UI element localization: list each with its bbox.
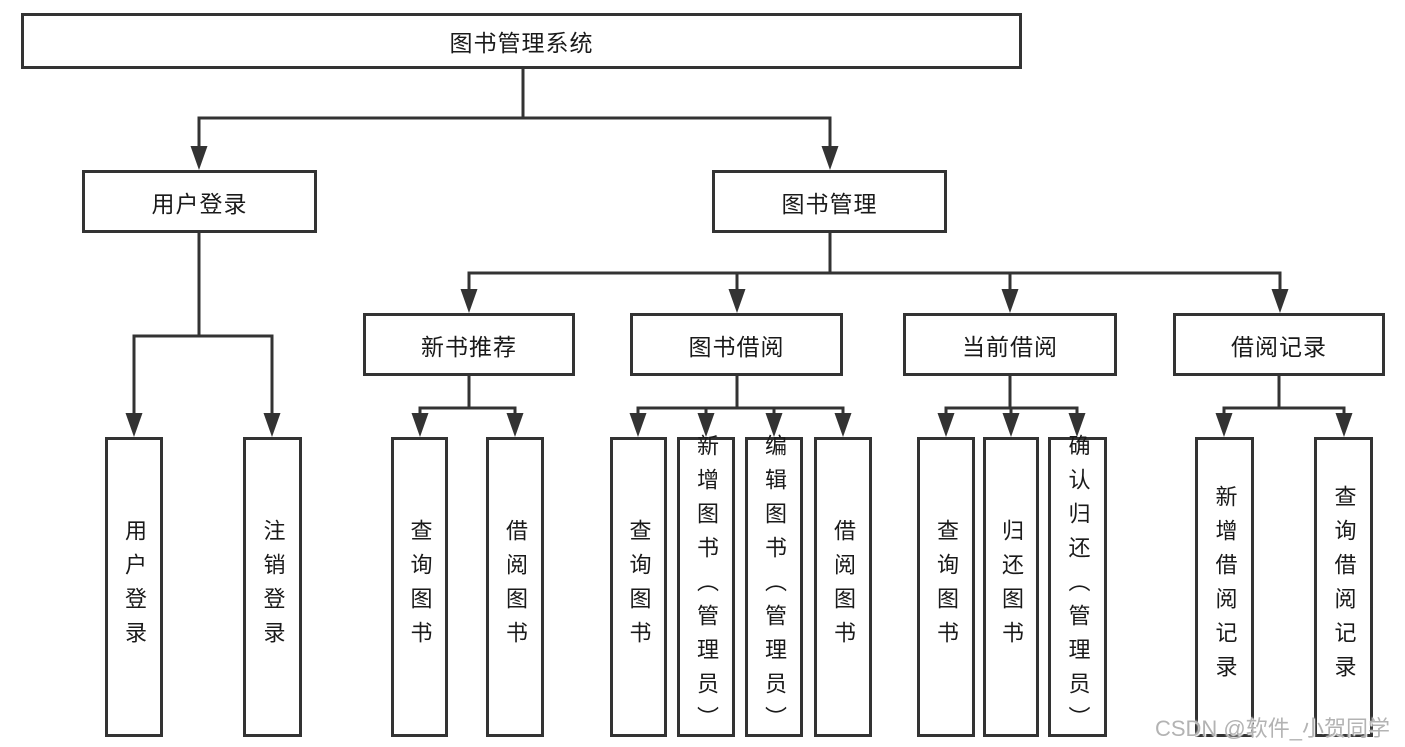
- arrow-icon: [1001, 289, 1019, 313]
- arrow-icon: [411, 413, 429, 437]
- node-current-borrow-label: 当前借阅: [962, 333, 1058, 360]
- leaf-bb-query-books-label: 查询图书: [626, 519, 652, 655]
- connector-book-mgmt-branch: [467, 231, 1282, 295]
- connector-new-book-branch: [418, 374, 517, 419]
- arrow-icon: [1068, 413, 1086, 437]
- arrow-icon: [821, 146, 839, 170]
- leaf-cb-return-books-label: 归还图书: [999, 519, 1024, 655]
- arrow-icon: [728, 289, 746, 313]
- leaf-br-add-borrow-record-label: 新增借阅记录: [1212, 485, 1238, 689]
- leaf-bb-edit-books-admin: 编辑图书（管理员）: [745, 434, 803, 740]
- node-new-book-recommend-label: 新书推荐: [421, 333, 517, 360]
- arrow-icon: [629, 413, 647, 437]
- leaf-br-add-borrow-record: 新增借阅记录: [1195, 437, 1254, 737]
- leaf-cb-query-books-label: 查询图书: [934, 519, 959, 655]
- leaf-nbr-borrow-books-label: 借阅图书: [503, 519, 528, 655]
- connector-user-login-branch: [132, 231, 274, 419]
- arrow-icon: [460, 289, 478, 313]
- leaf-nbr-query-books: 查询图书: [391, 437, 448, 737]
- leaf-cb-confirm-return-admin-label: 确认归还（管理员）: [1065, 434, 1091, 740]
- leaf-nbr-query-books-label: 查询图书: [407, 519, 433, 655]
- connector-borrow-record-branch: [1222, 374, 1346, 419]
- node-root: 图书管理系统: [21, 13, 1022, 69]
- leaf-nbr-borrow-books: 借阅图书: [486, 437, 544, 737]
- leaf-bb-borrow-books: 借阅图书: [814, 437, 872, 737]
- node-new-book-recommend: 新书推荐: [363, 313, 575, 376]
- arrow-icon: [937, 413, 955, 437]
- arrow-icon: [190, 146, 208, 170]
- leaf-br-query-borrow-record-label: 查询借阅记录: [1331, 485, 1357, 689]
- arrow-icon: [1271, 289, 1289, 313]
- arrow-icon: [125, 413, 143, 437]
- arrowheads: [125, 146, 1353, 437]
- node-book-management: 图书管理: [712, 170, 947, 233]
- leaf-logout-login-label: 注销登录: [260, 519, 286, 655]
- leaf-user-login-label: 用户登录: [122, 519, 147, 655]
- leaf-bb-query-books: 查询图书: [610, 437, 667, 737]
- connector-current-borrow-branch: [944, 374, 1079, 419]
- connector-book-borrow-branch: [636, 374, 845, 419]
- arrow-icon: [765, 413, 783, 437]
- node-current-borrow: 当前借阅: [903, 313, 1117, 376]
- node-borrow-record: 借阅记录: [1173, 313, 1385, 376]
- leaf-bb-add-books-admin-label: 新增图书（管理员）: [694, 434, 719, 740]
- arrow-icon: [834, 413, 852, 437]
- node-book-borrow: 图书借阅: [630, 313, 843, 376]
- node-borrow-record-label: 借阅记录: [1231, 333, 1327, 360]
- node-book-management-label: 图书管理: [781, 190, 878, 217]
- leaf-br-query-borrow-record: 查询借阅记录: [1314, 437, 1373, 737]
- node-user-login: 用户登录: [82, 170, 317, 233]
- leaf-cb-return-books: 归还图书: [983, 437, 1039, 737]
- leaf-bb-add-books-admin: 新增图书（管理员）: [677, 434, 735, 740]
- arrow-icon: [1215, 413, 1233, 437]
- connector-root-to-level1: [197, 67, 832, 152]
- arrow-icon: [506, 413, 524, 437]
- node-user-login-label: 用户登录: [151, 190, 248, 217]
- arrow-icon: [1002, 413, 1020, 437]
- leaf-bb-borrow-books-label: 借阅图书: [831, 519, 856, 655]
- node-root-label: 图书管理系统: [449, 30, 594, 56]
- leaf-logout-login: 注销登录: [243, 437, 302, 737]
- node-book-borrow-label: 图书借阅: [688, 333, 785, 360]
- arrow-icon: [263, 413, 281, 437]
- leaf-user-login: 用户登录: [105, 437, 163, 737]
- leaf-cb-query-books: 查询图书: [917, 437, 975, 737]
- arrow-icon: [1335, 413, 1353, 437]
- leaf-bb-edit-books-admin-label: 编辑图书（管理员）: [762, 434, 787, 740]
- leaf-cb-confirm-return-admin: 确认归还（管理员）: [1048, 434, 1107, 740]
- watermark: CSDN @软件_小贺同学: [1154, 716, 1390, 741]
- arrow-icon: [697, 413, 715, 437]
